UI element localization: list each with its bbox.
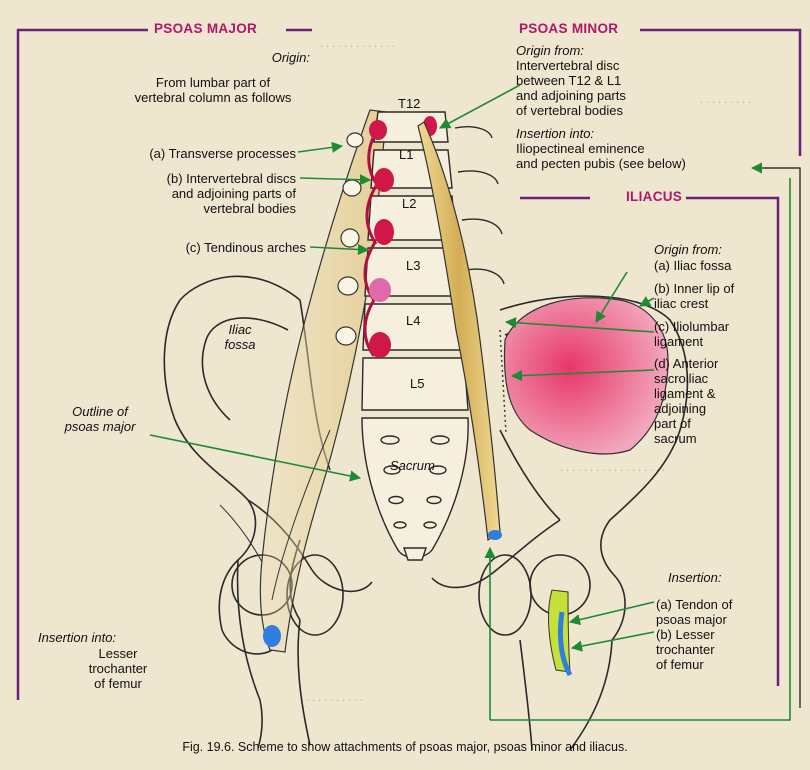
- label-lesser-trochanter-right: (b) Lesser trochanter of femur: [656, 627, 776, 672]
- vertebra-l2: L2: [402, 196, 416, 211]
- psoas-major-origin-heading: Origin:: [140, 50, 310, 65]
- iliacus-insertion-heading: Insertion:: [668, 570, 768, 585]
- vertebra-l3: L3: [406, 258, 420, 273]
- label-sacrum: Sacrum: [390, 458, 450, 473]
- vertebra-l1: L1: [399, 147, 413, 162]
- label-transverse-processes: (a) Transverse processes: [90, 146, 296, 161]
- psoas-major-origin-text: From lumbar part of vertebral column as …: [108, 75, 318, 105]
- psoas-minor-insertion-text: Iliopectineal eminence and pecten pubis …: [516, 141, 756, 171]
- psoas-minor-insertion-heading: Insertion into:: [516, 126, 716, 141]
- psoas-major-title: PSOAS MAJOR: [150, 21, 261, 36]
- psoas-major-insertion-text: Lesser trochanter of femur: [58, 646, 178, 691]
- iliacus-origin-heading: Origin from:: [654, 242, 774, 257]
- label-iliac-fossa-origin: (a) Iliac fossa: [654, 258, 774, 273]
- vertebra-t12: T12: [398, 96, 420, 111]
- label-tendinous-arches: (c) Tendinous arches: [120, 240, 306, 255]
- iliopsoas-tendon-right: [549, 590, 570, 675]
- label-anterior-sacroiliac-ligament: (d) Anterior sacroiliac ligament & adjoi…: [654, 356, 774, 446]
- vertebra-l4: L4: [406, 313, 420, 328]
- label-intervertebral-discs: (b) Intervertebral discs and adjoining p…: [110, 171, 296, 216]
- label-inner-lip-iliac-crest: (b) Inner lip of iliac crest: [654, 281, 774, 311]
- label-iliolumbar-ligament: (c) Iliolumbar ligament: [654, 319, 774, 349]
- figure-caption: Fig. 19.6. Scheme to show attachments of…: [0, 740, 810, 754]
- lesser-trochanter-spot-left: [263, 625, 281, 647]
- label-iliac-fossa: Iliac fossa: [210, 322, 270, 352]
- psoas-minor-origin-text: Intervertebral disc between T12 & L1 and…: [516, 58, 716, 118]
- vertebra-l5: L5: [410, 376, 424, 391]
- psoas-minor-origin-heading: Origin from:: [516, 43, 716, 58]
- psoas-minor-title: PSOAS MINOR: [515, 21, 622, 36]
- psoas-major-insertion-heading: Insertion into:: [38, 630, 188, 645]
- iliacus-title: ILIACUS: [622, 189, 686, 204]
- label-outline-psoas-major: Outline of psoas major: [40, 404, 160, 434]
- psoas-minor-insertion-spot: [488, 530, 502, 540]
- label-tendon-of-psoas-major: (a) Tendon of psoas major: [656, 597, 776, 627]
